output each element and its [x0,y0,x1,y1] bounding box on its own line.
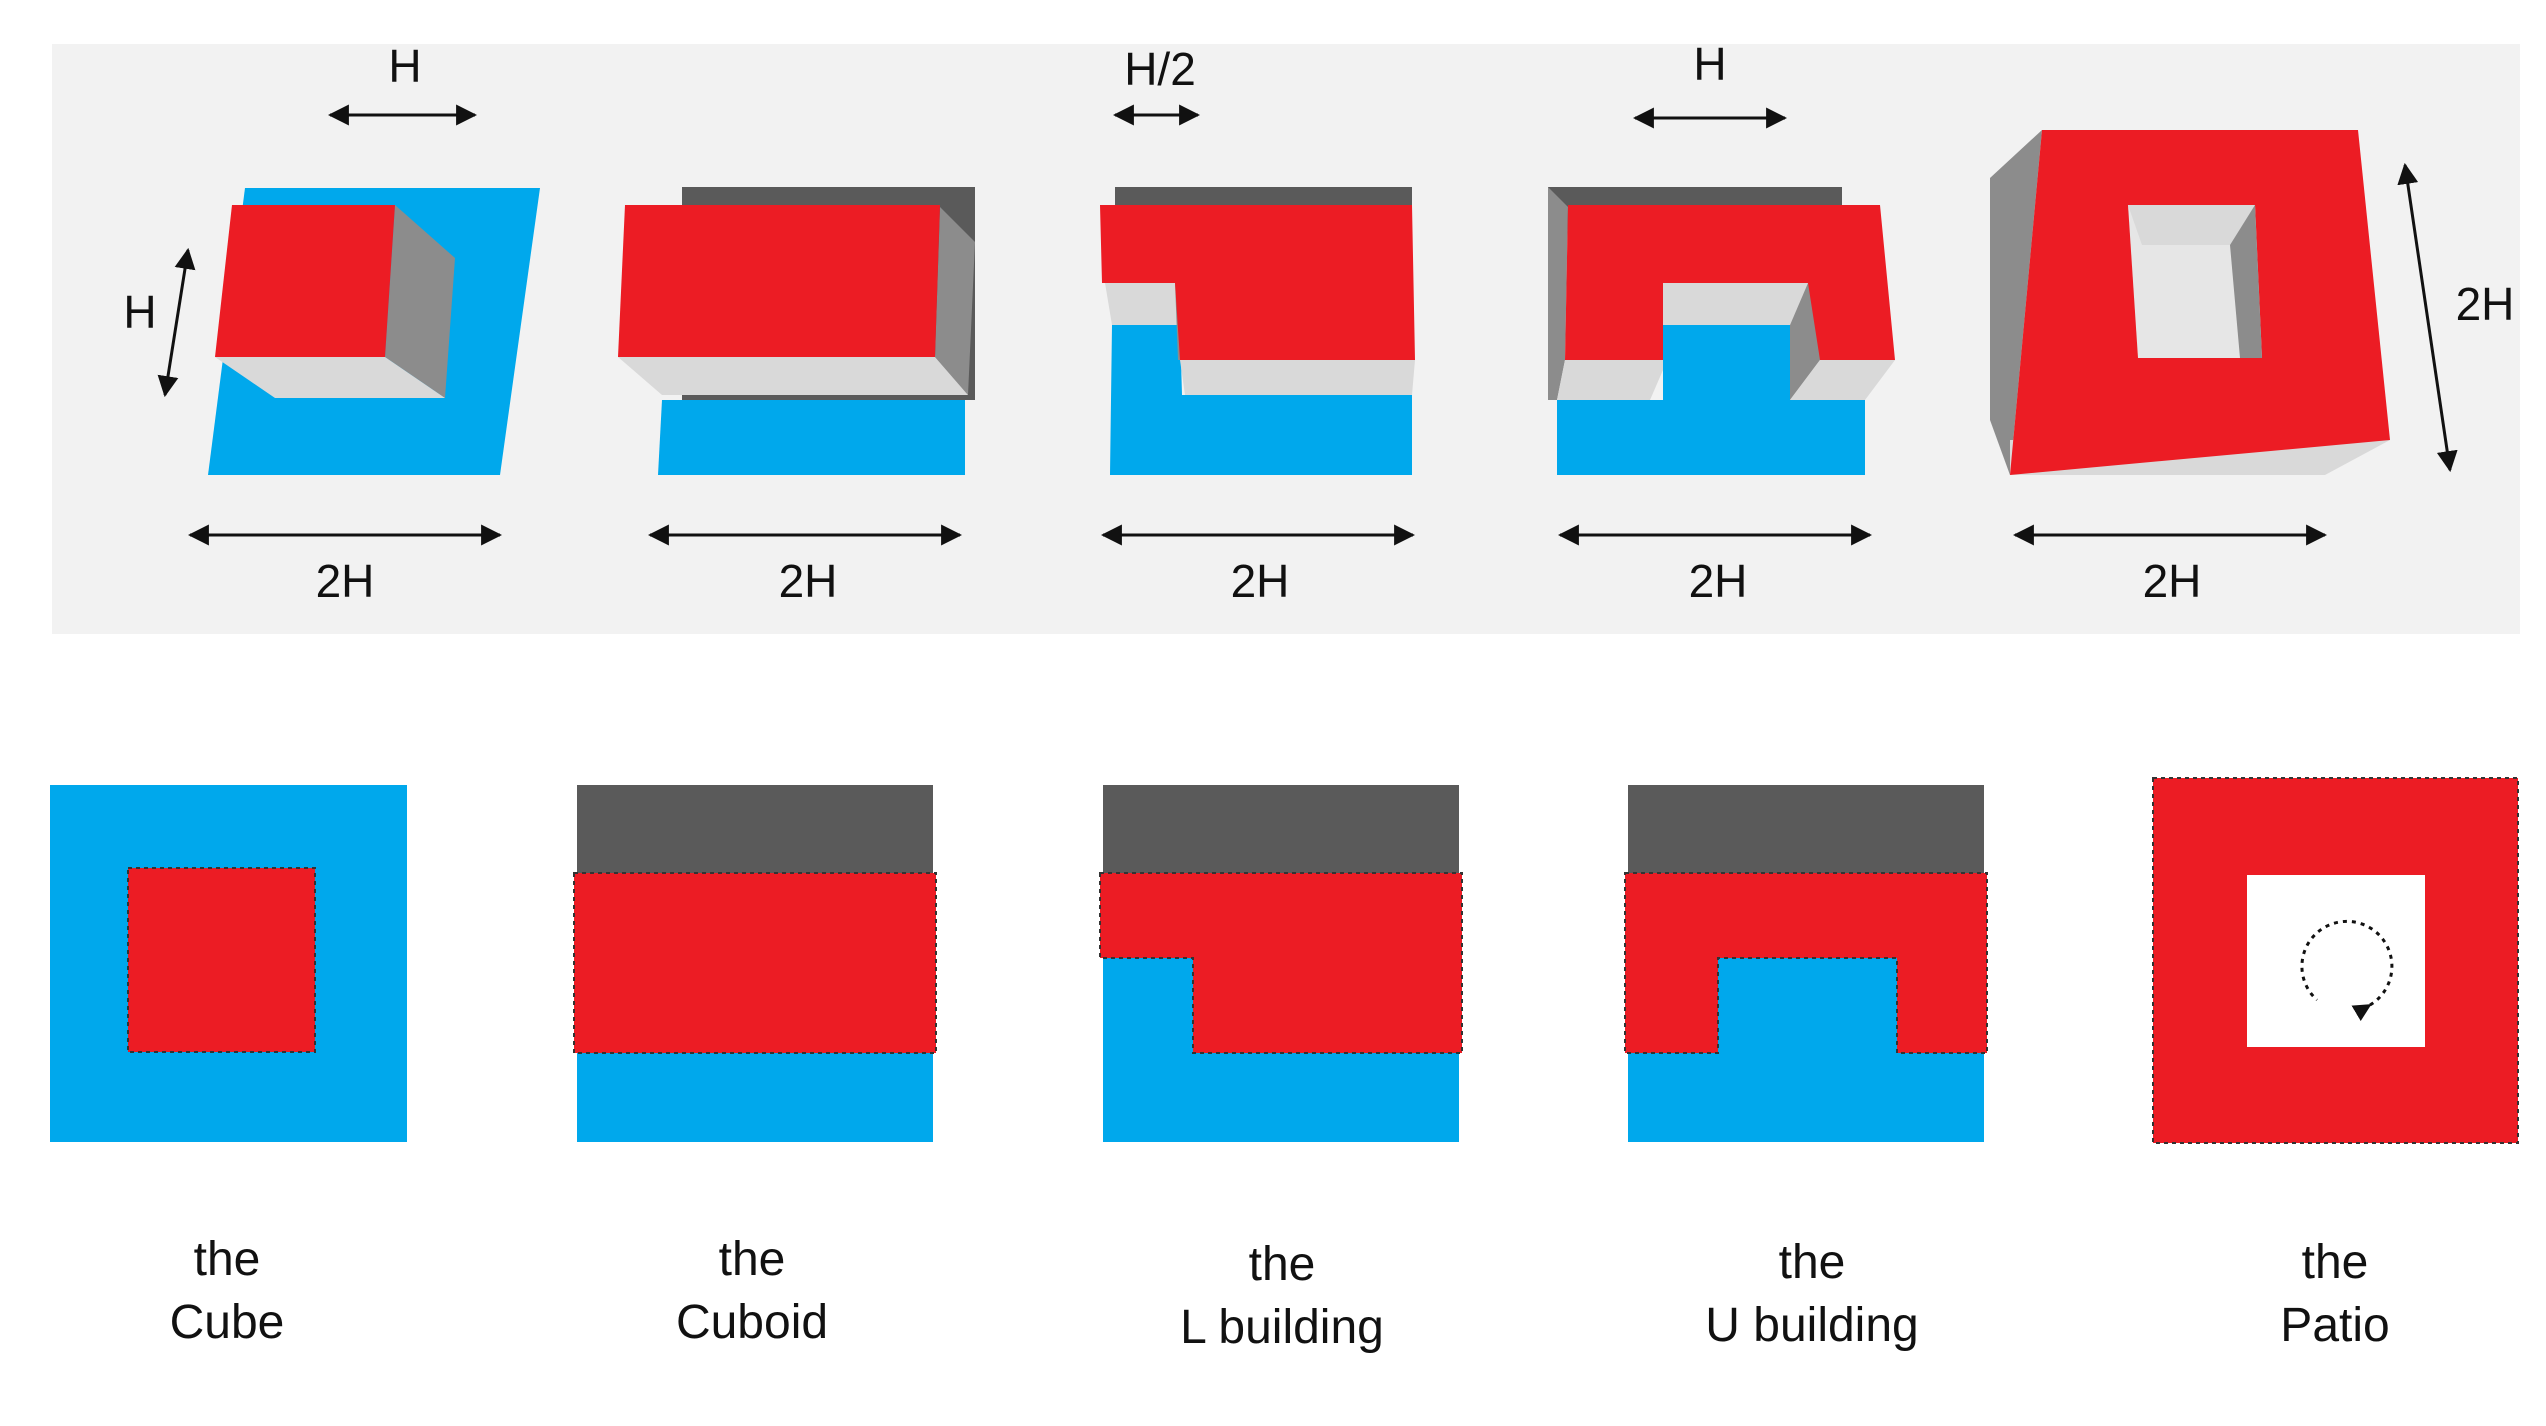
l-building-bottom-dimension: 2H [1231,555,1290,607]
wall-notch-left [1105,283,1178,325]
cuboid-article: the [719,1233,786,1286]
cube-perspective [208,188,540,475]
u-building-name: U building [1705,1299,1918,1352]
roof [1624,872,1988,1054]
wall-left [1548,187,1568,400]
wall-front [1180,360,1415,395]
patio-perspective [1990,130,2390,475]
l-building-plan [1099,785,1463,1142]
l-building-top-dimension: H/2 [1124,43,1196,95]
patio-bottom-dimension: 2H [2143,555,2202,607]
wall-front [618,357,968,395]
cuboid-plan [573,785,937,1142]
u-building-article: the [1779,1236,1846,1289]
u-building-plan [1624,785,1988,1142]
wall-left [1990,130,2042,475]
ground-plot [658,400,965,475]
circulation-arrow [2300,919,2394,1022]
wall-right [385,205,455,398]
patio-article: the [2302,1236,2369,1289]
cube-name: Cube [170,1296,285,1349]
roof [1565,205,1895,360]
roof [215,205,395,357]
wall-back [1628,785,1984,875]
l-building-article: the [1249,1238,1316,1291]
wall-front-right [1790,360,1895,400]
l-building-perspective [1100,187,1415,475]
patio-side-dimension: 2H [2456,278,2515,330]
roof [618,205,940,357]
ground-plot [577,1050,933,1142]
patio-plan [2152,777,2519,1144]
courtyard-wall-back [2128,205,2255,245]
patio-name: Patio [2280,1299,2389,1352]
cube-article: the [194,1233,261,1286]
wall-front [215,357,445,398]
courtyard-wall-right [2230,205,2262,358]
u-building-top-dimension: H [1693,38,1726,90]
wall-back [1103,785,1459,875]
roof [1100,205,1415,360]
wall-back [577,785,933,875]
wall-courtyard-back [1663,283,1808,325]
u-building-bottom-dimension: 2H [1689,555,1748,607]
courtyard [2247,875,2425,1047]
ground-plot [1110,325,1412,475]
cube-top-dimension: H [388,40,421,92]
cuboid-name: Cuboid [676,1296,828,1349]
l-building-name: L building [1180,1301,1384,1354]
wall-front-left [1557,360,1663,400]
wall-courtyard-right [1790,283,1820,400]
cuboid-bottom-dimension: 2H [779,555,838,607]
ground-plot [1557,325,1865,475]
cube-side-dimension: H [123,286,156,338]
cube-dimension-arrows [157,104,503,546]
cuboid-perspective [618,187,975,475]
patio-side-arrow [2397,162,2458,473]
building-labels: the Cube the Cuboid the L building the U… [170,1233,2390,1354]
cube-bottom-dimension: 2H [316,555,375,607]
roof [573,872,937,1054]
wall-right [935,207,975,395]
roof [127,867,316,1053]
cube-plan [50,785,407,1142]
roof [1099,872,1463,1054]
u-building-perspective [1548,187,1895,475]
